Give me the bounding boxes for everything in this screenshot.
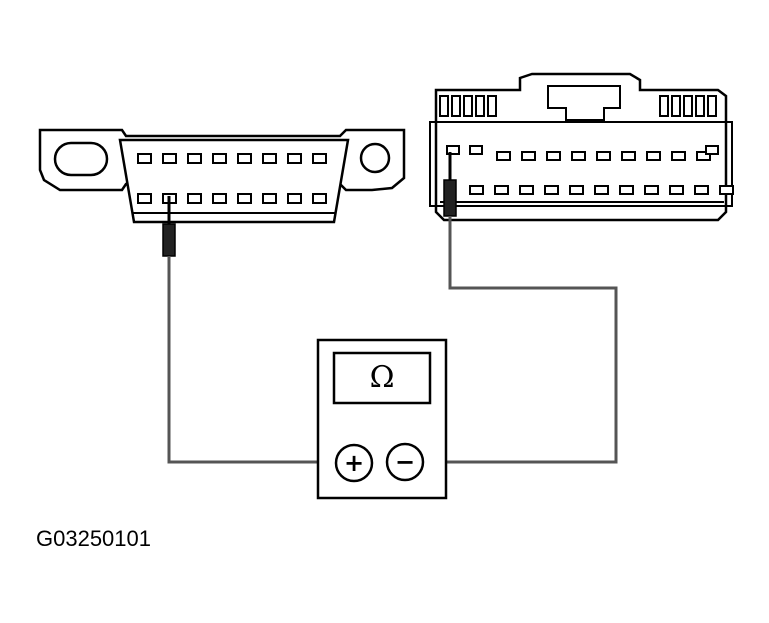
module-connector-pin <box>521 151 536 161</box>
module-connector-pin <box>571 151 586 161</box>
module-connector-face <box>429 121 733 207</box>
module-connector-latch <box>547 85 621 121</box>
module-connector-pin <box>594 185 609 195</box>
module-connector-pin <box>544 185 559 195</box>
positive-terminal <box>334 443 374 483</box>
module-connector-pin <box>621 151 636 161</box>
module-connector-rib <box>707 95 717 117</box>
module-connector-rib <box>683 95 693 117</box>
module-connector-pin <box>446 145 460 155</box>
diagnostic-connector-pin <box>312 153 327 164</box>
module-connector-rib <box>695 95 705 117</box>
module-connector-pin <box>669 185 684 195</box>
module-connector-ribs <box>439 95 717 117</box>
diagnostic-connector-pin <box>187 193 202 204</box>
module-connector-pin <box>694 185 709 195</box>
module-connector-pins <box>446 145 734 195</box>
module-connector-rib <box>475 95 485 117</box>
diagnostic-connector-pin <box>137 193 152 204</box>
diagnostic-connector-pin <box>237 153 252 164</box>
negative-terminal <box>385 442 425 482</box>
module-connector-rib <box>487 95 497 117</box>
figure-id: G03250101 <box>36 526 151 551</box>
module-connector-rib <box>659 95 669 117</box>
module-connector-pin <box>596 151 611 161</box>
positive-lead-wire <box>167 256 338 464</box>
diagnostic-connector-pin <box>262 153 277 164</box>
diagnostic-connector <box>38 128 406 224</box>
module-connector-rib <box>439 95 449 117</box>
module-connector-pin <box>644 185 659 195</box>
module-connector-pin <box>469 185 484 195</box>
ohmmeter-display <box>332 351 432 405</box>
diagnostic-connector-pin <box>137 153 152 164</box>
diagnostic-connector-mount-hole-right <box>359 142 391 174</box>
diagnostic-connector-pin <box>287 153 302 164</box>
module-connector-pin <box>546 151 561 161</box>
module-connector-housing <box>434 72 728 222</box>
module-connector-pin <box>519 185 534 195</box>
diagnostic-connector-pin <box>287 193 302 204</box>
diagnostic-connector-housing <box>118 138 350 224</box>
module-connector-pin <box>646 151 661 161</box>
negative-terminal-label: − <box>394 448 416 476</box>
module-connector <box>429 72 733 222</box>
diagnostic-connector-pin <box>212 193 227 204</box>
module-connector-pin <box>619 185 634 195</box>
diagnostic-connector-mount-hole-left <box>53 141 109 177</box>
module-connector-pin <box>696 151 711 161</box>
positive-terminal-label: + <box>343 449 365 477</box>
module-connector-pin <box>671 151 686 161</box>
diagnostic-connector-pin <box>262 193 277 204</box>
diagnostic-connector-pin <box>212 153 227 164</box>
module-connector-pin <box>494 185 509 195</box>
ohmmeter <box>316 338 448 500</box>
module-connector-pin <box>569 185 584 195</box>
diagnostic-connector-pin <box>312 193 327 204</box>
module-connector-rib <box>671 95 681 117</box>
module-connector-pin <box>719 185 734 195</box>
module-connector-pin <box>496 151 511 161</box>
module-connector-rib <box>463 95 473 117</box>
module-connector-rib <box>451 95 461 117</box>
diagnostic-connector-pin <box>187 153 202 164</box>
module-connector-pin <box>705 145 719 155</box>
ohm-symbol: Ω <box>369 360 395 395</box>
diagnostic-connector-pin <box>237 193 252 204</box>
module-connector-pin <box>469 145 483 155</box>
diagnostic-connector-pin <box>162 153 177 164</box>
negative-lead-wire <box>424 216 618 464</box>
